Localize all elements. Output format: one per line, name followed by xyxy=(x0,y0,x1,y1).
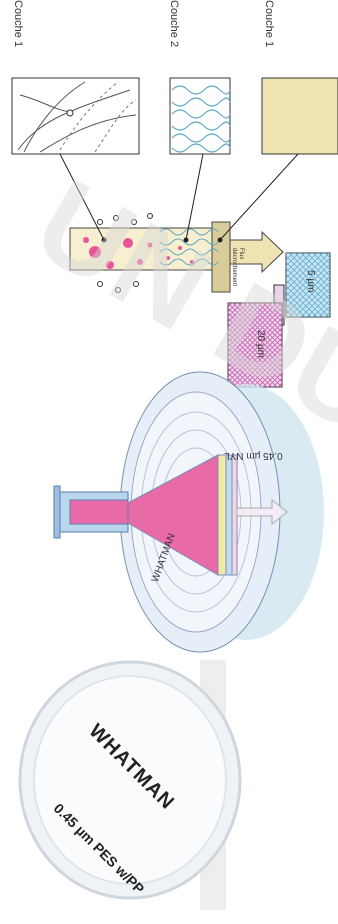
layer2-box xyxy=(170,78,230,154)
layer3-box xyxy=(262,78,338,154)
device-housing-text: 0.45 µm NYL xyxy=(224,450,283,461)
mesh-label-20um: 20 µm xyxy=(255,330,266,358)
arrow-label: Flux décrochement xyxy=(230,248,244,286)
layer1-box xyxy=(12,78,139,154)
mesh-label-5um: 5 µm xyxy=(305,270,316,292)
